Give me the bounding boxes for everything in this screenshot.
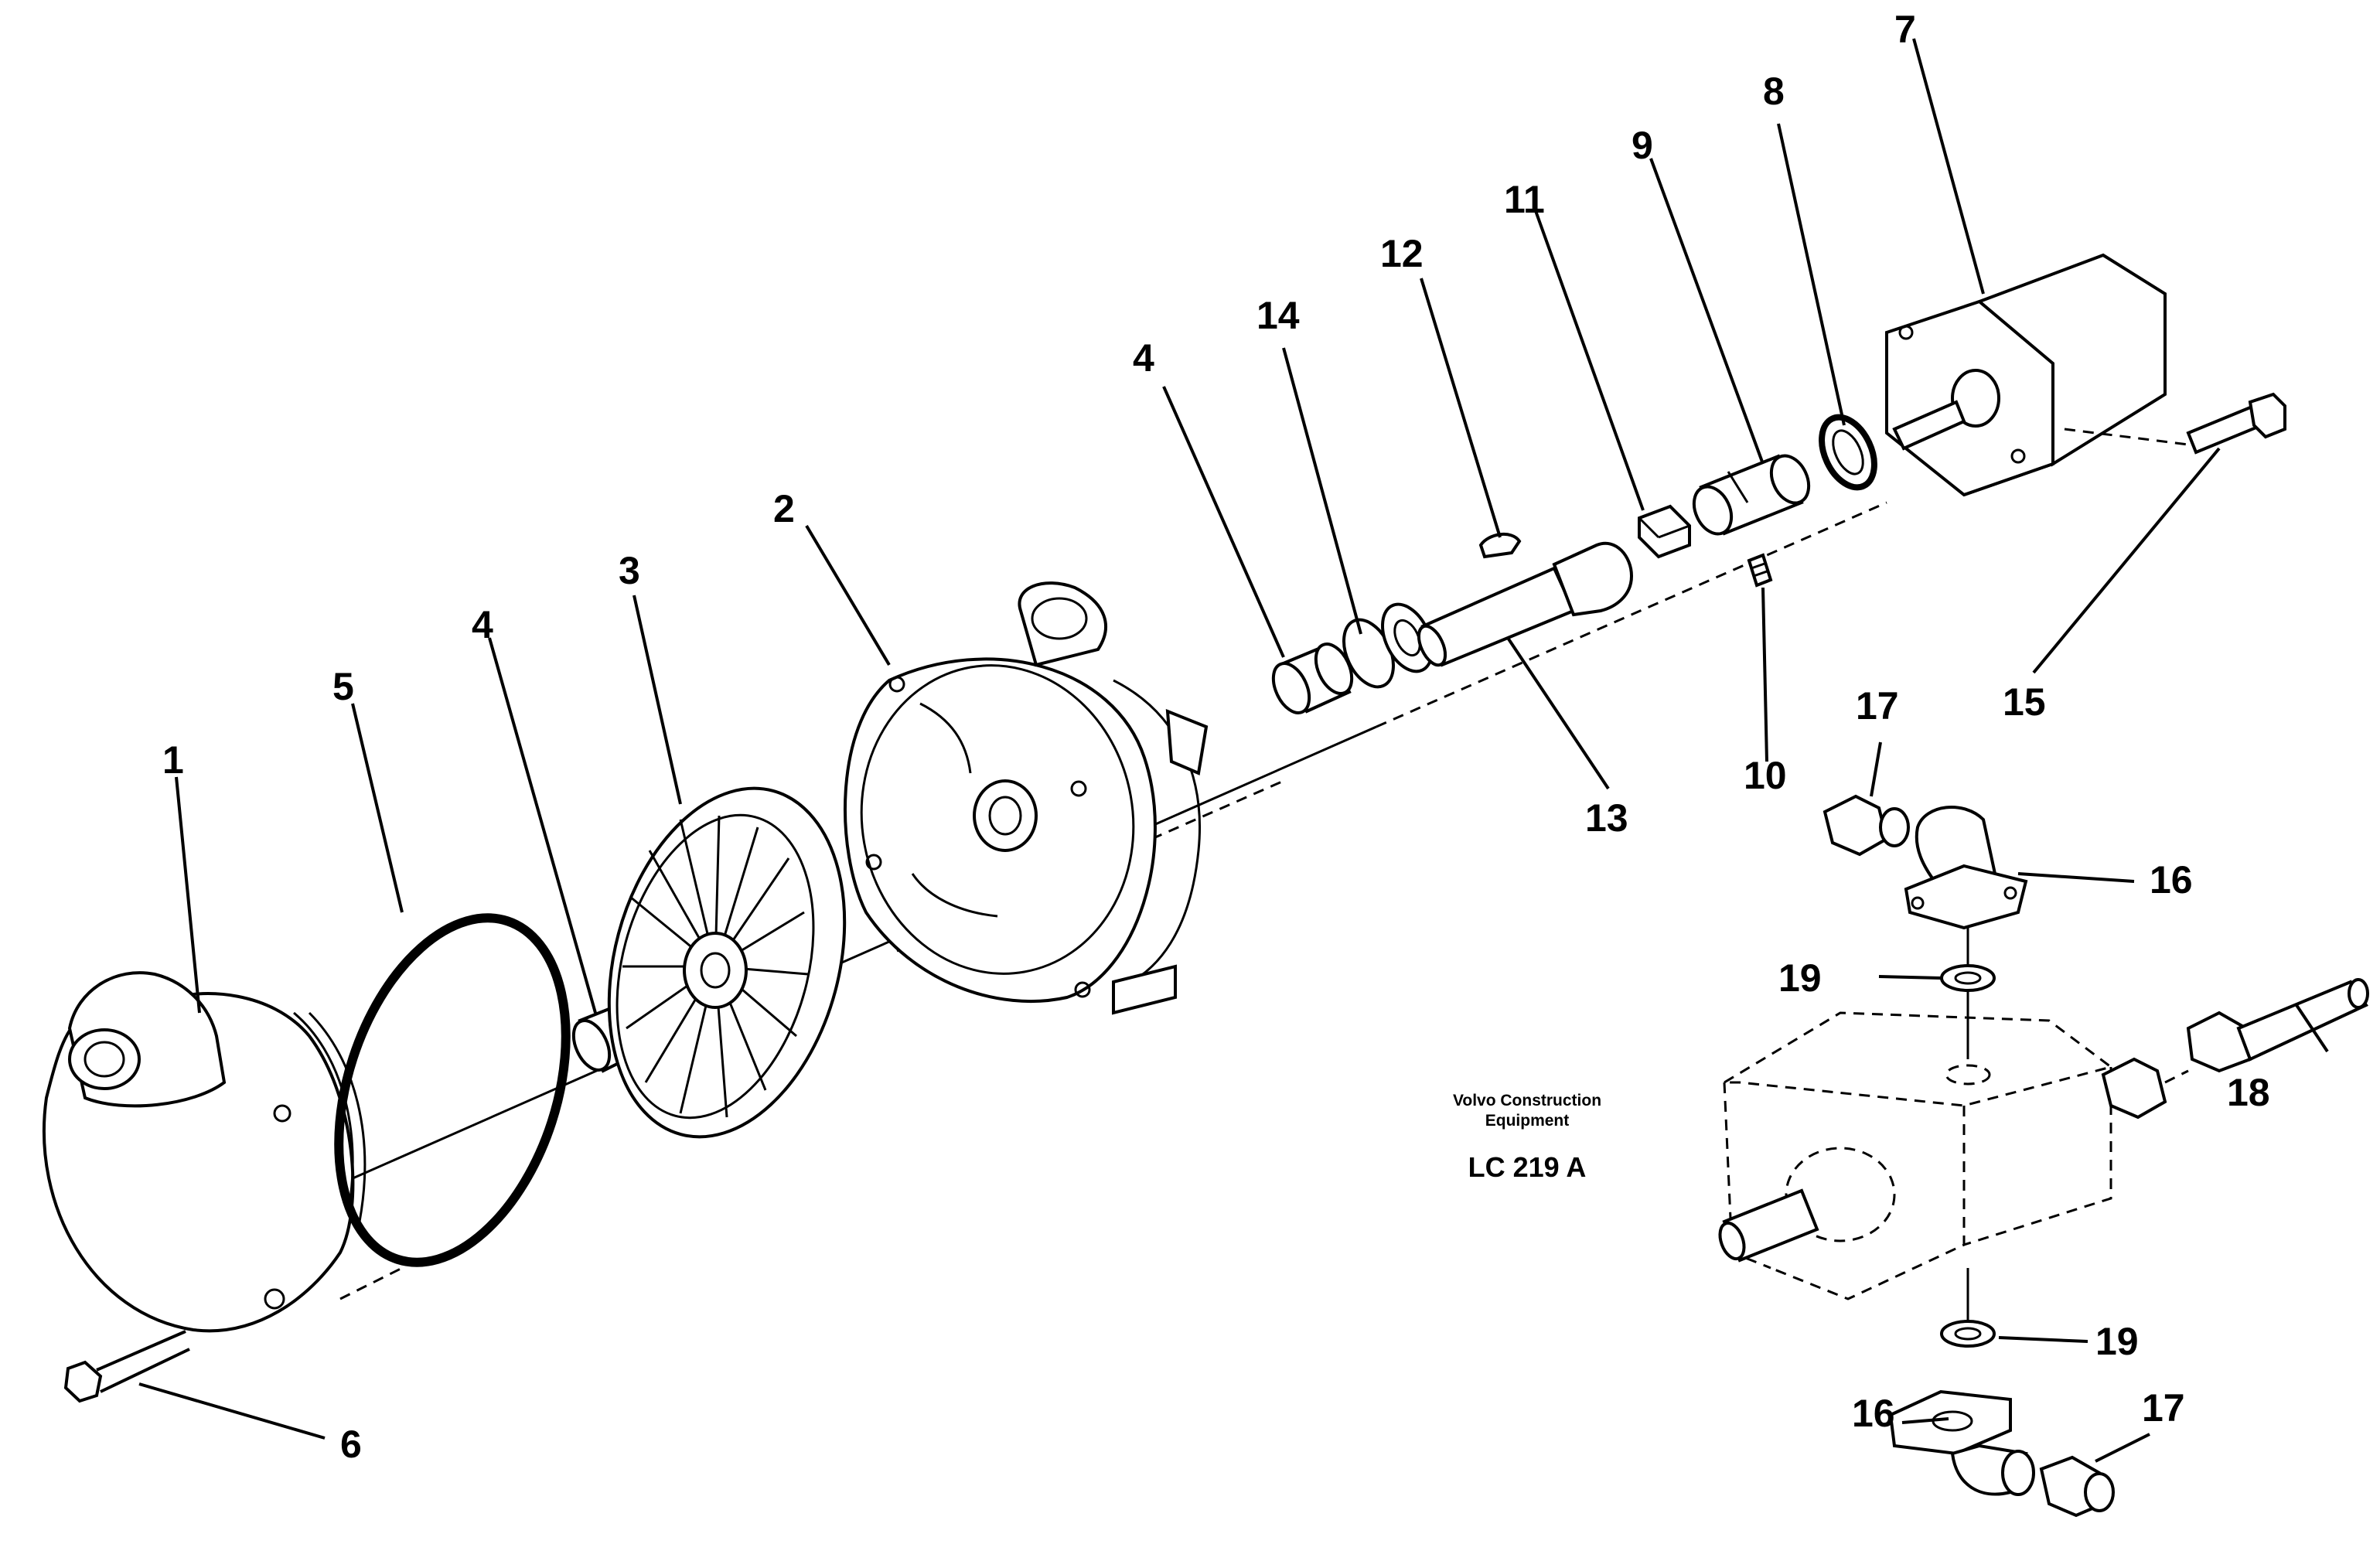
callout-8: 8 bbox=[1763, 70, 1785, 113]
hose-fitting-part bbox=[2101, 978, 2369, 1120]
leader-lines bbox=[138, 38, 2329, 1463]
o-ring-part bbox=[334, 913, 571, 1267]
pump-housing-part bbox=[843, 581, 1209, 1015]
callout-14: 14 bbox=[1256, 294, 1300, 337]
bearing-part bbox=[1342, 602, 1434, 689]
caption-company-line2: Equipment bbox=[1485, 1112, 1570, 1130]
callout-15: 15 bbox=[2003, 680, 2046, 724]
gasket-part-top bbox=[1940, 928, 1996, 1059]
gasket-part-bottom bbox=[1940, 1268, 1996, 1348]
impeller-part bbox=[607, 786, 847, 1139]
callout-1: 1 bbox=[162, 738, 184, 782]
callout-17-top: 17 bbox=[1856, 684, 1899, 728]
callout-11: 11 bbox=[1504, 178, 1545, 221]
seal-ring-part bbox=[1819, 414, 1877, 491]
elbow-flange-part-bottom bbox=[1888, 1389, 2035, 1496]
fitting-part-top bbox=[1823, 794, 1910, 857]
callout-13: 13 bbox=[1585, 796, 1628, 840]
callout-18: 18 bbox=[2227, 1071, 2270, 1114]
pump-cover-part bbox=[42, 971, 367, 1333]
callout-12: 12 bbox=[1380, 232, 1424, 275]
elbow-flange-part-top bbox=[1904, 806, 2028, 930]
caption-drawing-code: LC 219 A bbox=[1468, 1151, 1587, 1183]
callout-4-right: 4 bbox=[1133, 336, 1154, 380]
bushing-part-right bbox=[1271, 642, 1354, 714]
callout-16-top: 16 bbox=[2150, 858, 2193, 902]
key-part bbox=[1478, 532, 1522, 559]
diagram-caption: Volvo Construction Equipment LC 219 A bbox=[1453, 1092, 1601, 1183]
callout-labels: 1 2 3 4 5 6 7 8 9 10 11 12 13 14 4 15 16… bbox=[162, 8, 2270, 1466]
callout-10: 10 bbox=[1744, 754, 1787, 797]
callout-2: 2 bbox=[773, 487, 795, 530]
callout-7: 7 bbox=[1894, 8, 1916, 51]
shaft-part bbox=[1417, 541, 1634, 667]
bolt-part bbox=[63, 1330, 190, 1403]
callout-6: 6 bbox=[340, 1423, 362, 1466]
set-screw-part bbox=[1747, 553, 1773, 588]
coupling-part bbox=[1692, 454, 1811, 536]
callout-19-top: 19 bbox=[1778, 956, 1822, 1000]
coupling-block-part bbox=[1638, 504, 1691, 559]
callout-3: 3 bbox=[619, 549, 640, 592]
callout-5: 5 bbox=[332, 665, 354, 708]
callout-9: 9 bbox=[1632, 124, 1653, 167]
fitting-part-bottom bbox=[2039, 1455, 2115, 1518]
motor-part bbox=[1885, 253, 2167, 497]
callout-4-left: 4 bbox=[472, 603, 493, 646]
callout-19-bottom: 19 bbox=[2095, 1320, 2139, 1363]
callout-16-bottom: 16 bbox=[1852, 1392, 1895, 1435]
caption-company-line1: Volvo Construction bbox=[1453, 1092, 1601, 1109]
motor-bolt-part bbox=[2064, 392, 2286, 455]
callout-17-bottom: 17 bbox=[2142, 1386, 2185, 1430]
hydraulic-pump-body bbox=[1718, 1011, 2114, 1300]
